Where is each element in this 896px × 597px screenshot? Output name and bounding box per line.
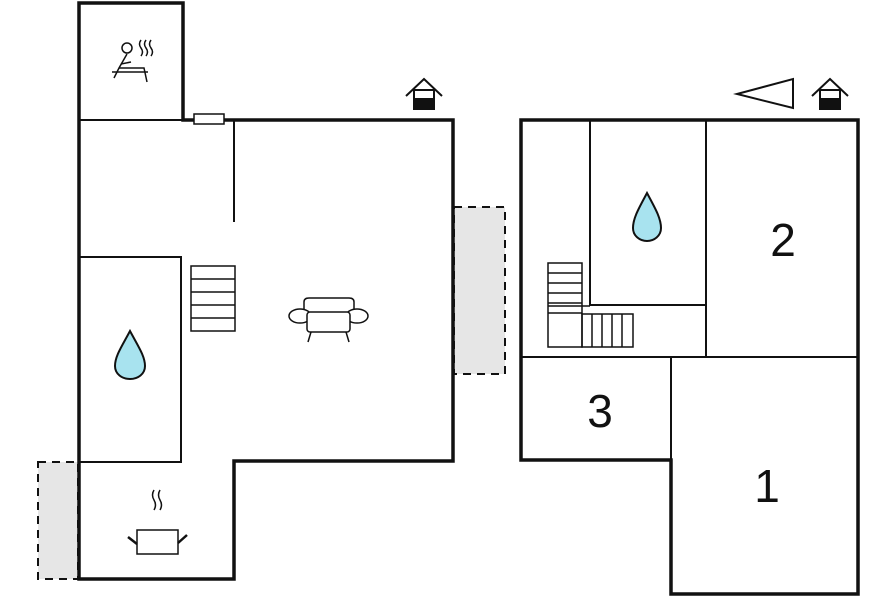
bathroom-icon bbox=[631, 190, 663, 243]
room-label-3: 3 bbox=[587, 385, 613, 437]
left-floor-plan bbox=[37, 1, 506, 581]
sofa-icon bbox=[288, 297, 369, 343]
entrance-icon bbox=[811, 77, 849, 110]
kitchen-icon bbox=[127, 489, 188, 555]
bathroom-wall bbox=[79, 256, 182, 463]
room-label-1: 1 bbox=[754, 460, 780, 512]
bathroom-icon bbox=[113, 328, 147, 381]
right-outer-wall bbox=[519, 118, 860, 596]
terrace-left-middle bbox=[453, 206, 506, 375]
sauna-icon bbox=[112, 39, 154, 83]
terrace-left-bottom bbox=[37, 461, 79, 580]
right-floor-plan: 2 3 1 bbox=[519, 77, 860, 596]
room-label-2: 2 bbox=[770, 214, 796, 266]
window bbox=[193, 113, 225, 125]
stairs-icon bbox=[547, 262, 634, 348]
stairs-icon bbox=[190, 265, 236, 332]
left-outer-wall bbox=[77, 1, 455, 581]
bathroom-wall-right bbox=[589, 120, 706, 306]
direction-arrow-icon bbox=[733, 77, 794, 110]
entrance-icon bbox=[405, 77, 443, 110]
